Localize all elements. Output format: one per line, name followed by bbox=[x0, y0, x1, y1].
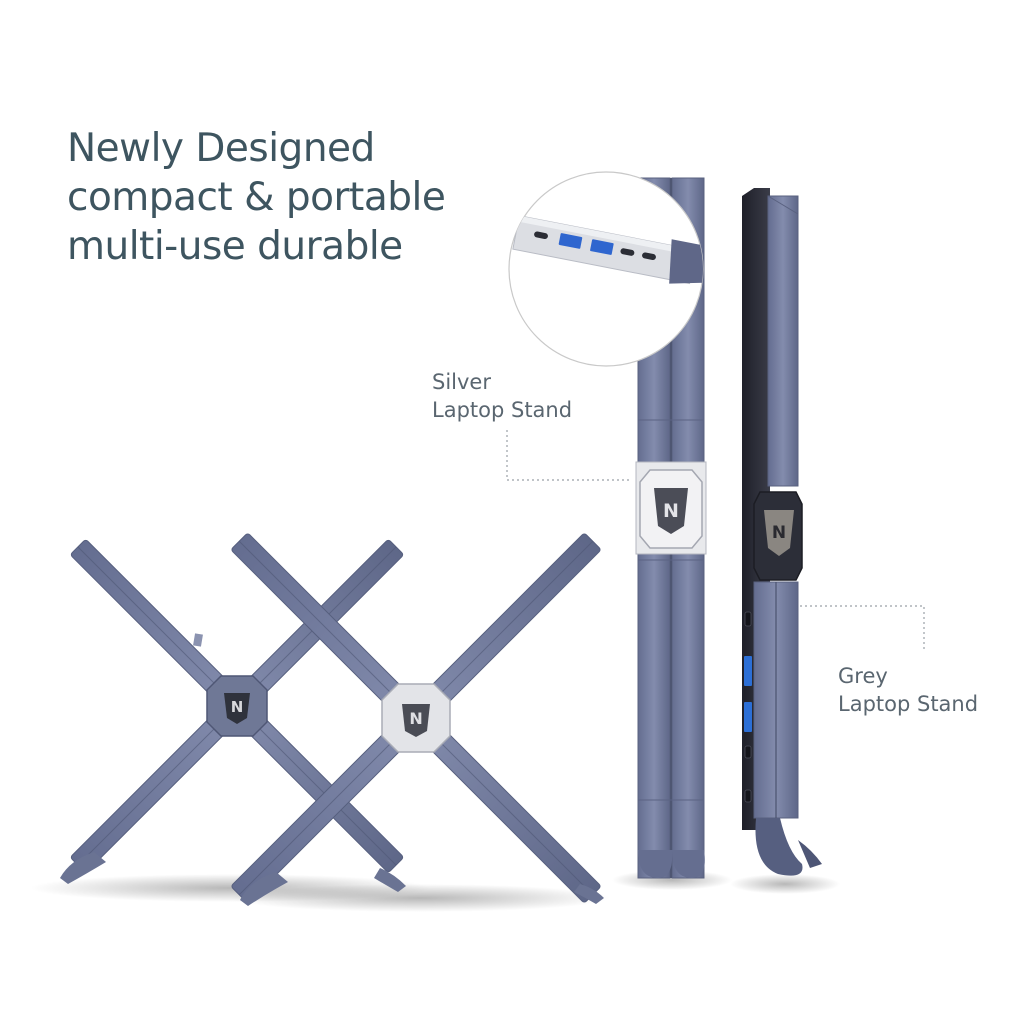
zoom-usb-c-port-3 bbox=[642, 252, 656, 261]
zoom-usb-a-port-1 bbox=[558, 233, 583, 249]
grey-x-stand-foot-right bbox=[374, 868, 406, 892]
silver-folded-stand-logo-badge bbox=[654, 488, 688, 534]
grey-stand-usb-c-port-3 bbox=[744, 789, 752, 803]
zoom-stand-end-cap bbox=[669, 239, 703, 284]
silver-x-stand-logo-icon: N bbox=[409, 709, 422, 728]
grey-folded-stand: N bbox=[742, 188, 822, 876]
silver-stand-callout-line bbox=[506, 430, 632, 481]
silver-x-stand-foot-right bbox=[574, 884, 604, 904]
grey-stand-callout-line bbox=[800, 605, 925, 652]
grey-folded-stand-logo-badge bbox=[764, 510, 794, 556]
silver-stand-label: Silver Laptop Stand bbox=[432, 368, 572, 424]
grey-stand-usb-c-port-2 bbox=[744, 745, 752, 759]
grey-stand-usb-a-port-1 bbox=[744, 656, 752, 686]
headline-line-2: compact & portable bbox=[67, 175, 446, 220]
silver-folded-stand-logo-icon: N bbox=[663, 500, 679, 522]
zoom-usb-a-port-2 bbox=[590, 239, 614, 255]
grey-stand-label: Grey Laptop Stand bbox=[838, 662, 978, 718]
silver-stand-label-line-1: Silver bbox=[432, 370, 491, 394]
silver-x-stand: N bbox=[231, 533, 604, 906]
silver-x-stand-foot-left bbox=[240, 872, 288, 906]
silver-folded-stand-foot-right bbox=[672, 850, 705, 878]
grey-stand-usb-a-port-2 bbox=[744, 702, 752, 732]
grey-stand-label-line-2: Laptop Stand bbox=[838, 692, 979, 716]
grey-folded-stand-foot bbox=[755, 818, 803, 876]
headline-line-1: Newly Designed bbox=[67, 126, 375, 171]
grey-x-stand: N bbox=[60, 539, 406, 892]
headline-line-3: multi-use durable bbox=[67, 224, 403, 269]
grey-x-stand-logo-badge bbox=[224, 693, 250, 724]
silver-x-stand-logo-badge bbox=[402, 704, 430, 737]
port-zoom-circle bbox=[508, 171, 704, 367]
zoom-usb-c-port-1 bbox=[534, 231, 548, 240]
grey-x-stand-logo-icon: N bbox=[231, 698, 244, 716]
headline: Newly Designed compact & portable multi-… bbox=[67, 124, 446, 271]
grey-stand-usb-c-port bbox=[744, 611, 752, 627]
grey-folded-stand-logo-icon: N bbox=[772, 523, 786, 543]
silver-x-stand-shadow bbox=[230, 884, 610, 912]
grey-x-stand-foot-left bbox=[60, 852, 106, 884]
silver-stand-label-line-2: Laptop Stand bbox=[432, 398, 573, 422]
zoom-usb-c-port-2 bbox=[620, 248, 635, 256]
grey-stand-label-line-1: Grey bbox=[838, 664, 888, 688]
silver-folded-stand-foot-left bbox=[638, 850, 673, 878]
grey-folded-stand-shadow bbox=[730, 874, 840, 894]
